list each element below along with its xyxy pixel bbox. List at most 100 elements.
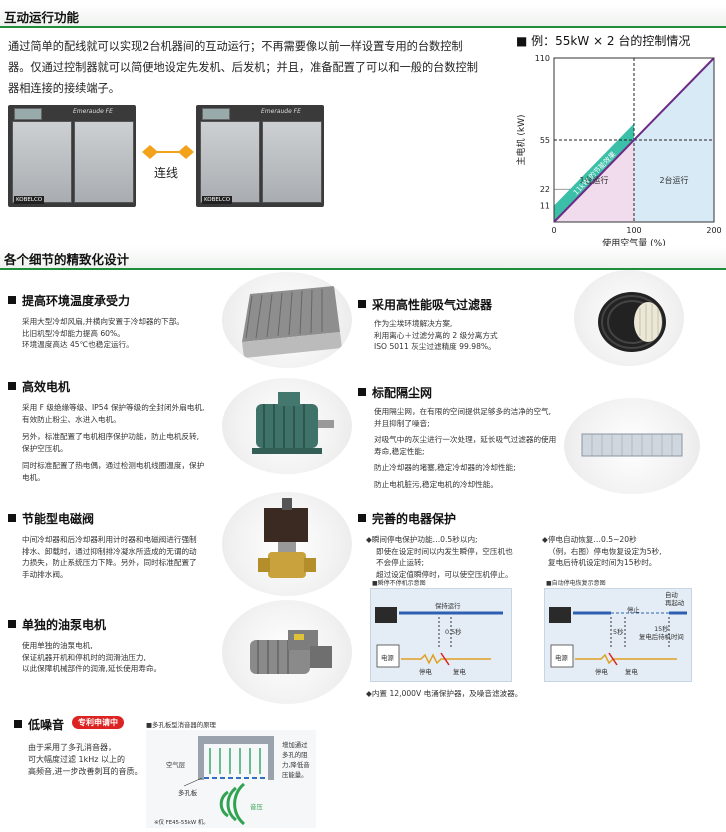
text-line: 保证机器开机和停机时的润滑油压力, — [22, 652, 146, 662]
text-line: 超过设定值瞬停时，可以使空压机停止。 — [376, 569, 513, 579]
time-label-2: 15秒 复电后待机时间 — [639, 625, 684, 641]
power-source-label: 电源 — [555, 654, 568, 662]
text-line: 复电后待机时间 — [639, 633, 684, 641]
intro-line: 器。仅通过控制器就可以简便地设定先发机、后发机；并且，准备配置了可以和一般的台数… — [8, 61, 478, 74]
x-tick-label: 0 — [551, 226, 556, 235]
perf-plate-label: 多孔板 — [178, 789, 198, 797]
feature-title-electric: 完善的电器保护 — [358, 510, 456, 527]
silencer-note: 增加通过 多孔的阻 力,降低音 压能量。 — [282, 740, 310, 780]
text-line: 15秒 — [654, 625, 669, 633]
feature-text-motor: 采用 F 级绝缘等级、IP54 保护等级的全封闭外扇电机, 有效防止粉尘、水进入… — [22, 402, 204, 483]
y-axis-label: 主电机 (kW) — [515, 115, 527, 166]
motor-photo — [222, 378, 352, 474]
electric-footer: ◆内置 12,000V 电涌保护器，及噪音滤波器。 — [366, 689, 523, 698]
text-line: 复电后待机设定时间为15秒时。 — [548, 558, 657, 567]
feature-text-env-temp: 采用大型冷却风扇,并横向安置于冷却器的下部。 比旧机型冷却能力提高 60%。 环… — [22, 316, 184, 351]
display-panel — [14, 108, 42, 120]
brand-text: Emeraude FE — [73, 108, 113, 115]
text-line: 多孔的阻 — [282, 751, 308, 759]
door-panel — [200, 121, 260, 203]
text-line: 另外，标准配置了电机相序保护功能，防止电机反转, — [22, 432, 200, 441]
feature-title-filter: 采用高性能吸气过滤器 — [358, 296, 492, 313]
text-line: 使用隔尘网，在有限的空间提供足够多的洁净的空气, — [374, 407, 552, 416]
noise-footnote: ※仅 FE45-55kW 机。 — [154, 820, 209, 826]
feature-text-noise: 由于采用了多孔消音器， 可大幅度过滤 1kHz 以上的 高频音,进一步改善刺耳的… — [28, 742, 143, 778]
feature-title-dust-net: 标配隔尘网 — [358, 384, 432, 401]
text-line: 高频音,进一步改善刺耳的音质。 — [28, 767, 143, 776]
display-panel — [202, 108, 230, 120]
cooler-photo — [222, 272, 352, 368]
y-tick-label: 110 — [535, 54, 550, 63]
auto-restart-label: 自动 再起动 — [665, 591, 684, 607]
y-tick-label: 22 — [540, 185, 550, 194]
text-line: 即使在设定时间以内发生瞬停，空压机也 — [376, 546, 513, 556]
text-line: 寿命,稳定性能; — [374, 446, 425, 456]
diagram1-title: ■瞬停不停机示意图 — [372, 580, 426, 587]
text-line: 不会停止运转; — [376, 558, 425, 567]
region-label: 2台运行 — [659, 175, 688, 185]
door-panel — [12, 121, 72, 203]
section-header-interlock: 互动运行功能 — [0, 4, 726, 28]
air-layer-label: 空气层 — [166, 761, 186, 769]
text-line: 利用离心＋过滤分离的 2 级分离方式 — [374, 330, 498, 340]
text-line: 再起动 — [665, 599, 685, 607]
feature-title-env-temp: 提高环境温度承受力 — [8, 292, 130, 309]
electric-right-text: ◆停电自动恢复…0.5~20秒 （例，右图）停电恢复设定为5秒, 复电后待机设定… — [542, 534, 662, 569]
region-label: 1台运行 — [579, 175, 608, 185]
text-line: 防止冷却器的堵塞,稳定冷却器的冷却性能; — [374, 463, 516, 472]
text-line: 以此保障机械部件的润滑,延长使用寿命。 — [22, 664, 162, 673]
time-label-1: 5秒 — [613, 628, 624, 636]
text-line: 力,降低音 — [282, 761, 310, 769]
noise-diagram-title: ■多孔板型消音器的原理 — [146, 721, 216, 729]
diamond-icon — [178, 145, 194, 159]
text-line: 对吸气中的灰尘进行一次处理，延长吸气过滤器的使用 — [374, 435, 557, 444]
chart-title: ■ 例：55kW × 2 台的控制情况 — [516, 34, 691, 48]
door-panel — [74, 121, 134, 203]
section-title: 互动运行功能 — [4, 10, 80, 25]
brand-text: Emeraude FE — [261, 108, 301, 115]
feature-title-motor: 高效电机 — [8, 378, 70, 395]
power-source-label: 电源 — [381, 654, 394, 662]
text-line: 由于采用了多孔消音器， — [28, 743, 116, 752]
text-line: 环境温度高达 45℃也稳定运行。 — [22, 340, 134, 349]
savings-band — [554, 123, 634, 222]
outage-label: 停电 — [419, 668, 432, 676]
text-line: （例，右图）停电恢复设定为5秒, — [548, 546, 662, 556]
door-panel — [262, 121, 322, 203]
text-line: 作为尘埃环境解决方案, — [374, 319, 453, 328]
link-label: 连线 — [154, 166, 179, 180]
diagram2-title: ■自动停电恢复示意图 — [546, 580, 606, 587]
compressor-right: Emeraude FE KOBELCO — [196, 105, 324, 207]
text-line: 力损失，防止系统压力下降。另外，同时标准配置了 — [22, 558, 197, 567]
text-line: 保护空压机。 — [22, 443, 68, 453]
restore-label: 复电 — [453, 668, 466, 676]
text-line: 中间冷却器和后冷却器利用计时器和电磁阀进行强制 — [22, 535, 197, 544]
text-line: 比旧机型冷却能力提高 60%。 — [22, 328, 125, 338]
text-line: 排水、卸载时，通过抑制排冷凝水所造成的无谓的动 — [22, 546, 197, 556]
electric-left-text: ◆瞬间停电保护功能…0.5秒以内; 即使在设定时间以内发生瞬停，空压机也 不会停… — [366, 534, 513, 580]
auto-restart-diagram: 停止 自动 再起动 5秒 15秒 复电后待机时间 电源 停电 复电 — [544, 588, 692, 682]
compressor-left: Emeraude FE KOBELCO — [8, 105, 136, 207]
section-title: 各个细节的精致化设计 — [4, 252, 130, 267]
patent-badge: 专利申请中 — [72, 716, 124, 729]
intro-line: 通过简单的配线就可以实现2台机器间的互动运行；不再需要像以前一样设置专用的台数控… — [8, 40, 463, 53]
intro-line: 器相连接的接续端子。 — [8, 82, 120, 95]
text-line: 使用单独的油泵电机, — [22, 641, 93, 650]
valve-photo — [222, 492, 352, 596]
text-line: 同时标准配置了热电偶，通过检测电机线圈温度，保护 — [22, 461, 205, 470]
diamond-icon — [142, 145, 158, 159]
stop-state-label: 停止 — [627, 606, 640, 614]
time-label: 0.5秒 — [445, 628, 462, 636]
momentary-stop-diagram: 保持运行 0.5秒 电源 停电 复电 — [370, 588, 512, 682]
x-axis-label: 使用空气量 (%) — [602, 237, 665, 248]
sound-pressure-label: 音压 — [250, 803, 263, 811]
text-line: ISO 5011 灰尘过滤精度 99.98%。 — [374, 342, 496, 351]
text-line: 采用 F 级绝缘等级、IP54 保护等级的全封闭外扇电机, — [22, 403, 205, 412]
feature-text-filter: 作为尘埃环境解决方案, 利用离心＋过滤分离的 2 级分离方式 ISO 5011 … — [374, 318, 498, 353]
feature-title-oil-pump: 单独的油泵电机 — [8, 616, 106, 633]
restore-label: 复电 — [625, 668, 638, 676]
dust-net-photo — [564, 398, 700, 494]
feature-title-noise: 低噪音 — [14, 716, 64, 733]
feature-title-valve: 节能型电磁阀 — [8, 510, 94, 527]
